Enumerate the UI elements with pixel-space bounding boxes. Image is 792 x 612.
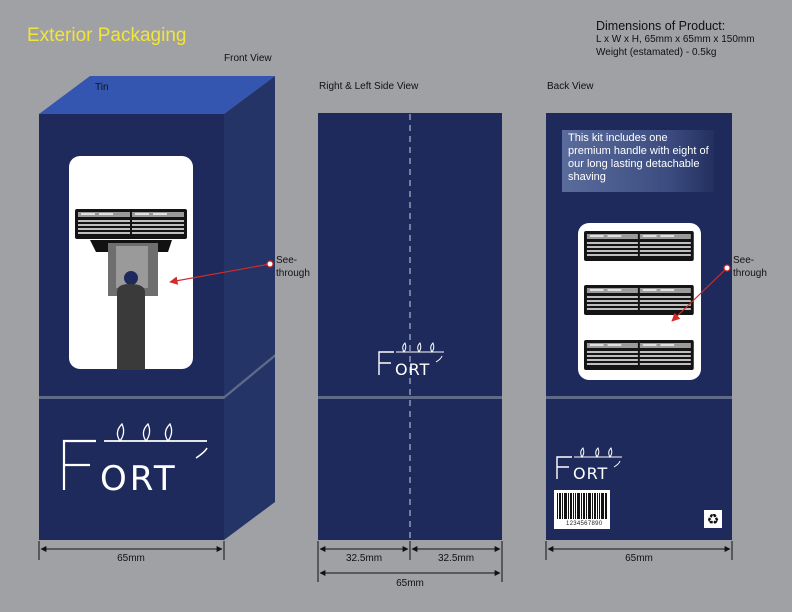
front-see-through-label: See- through [276, 255, 310, 279]
front-width-measure: 65mm [117, 553, 145, 564]
back-view-label: Back View [547, 81, 594, 92]
razor-cartridge-icon [584, 285, 694, 315]
front-box-lid [39, 76, 275, 114]
razor-cartridge-icon [584, 340, 694, 370]
side-total-measure: 65mm [396, 578, 424, 589]
back-box-seam [546, 396, 732, 399]
leaf-icon [116, 422, 173, 443]
side-box [318, 113, 502, 540]
razor-cartridge-icon [584, 231, 694, 261]
svg-text:♻: ♻ [707, 512, 720, 528]
recycle-icon: ♻ [704, 510, 722, 528]
front-box [39, 76, 275, 540]
side-right-measure: 32.5mm [437, 553, 475, 564]
svg-text:ORT: ORT [395, 360, 430, 379]
dimensions-title: Dimensions of Product: [596, 19, 726, 33]
svg-text:ORT: ORT [100, 459, 178, 499]
back-width-measure: 65mm [625, 553, 653, 564]
front-box-side-seam [224, 354, 275, 399]
front-box-side [224, 76, 275, 540]
back-see-through-arrow [671, 264, 731, 322]
barcode-icon [554, 490, 610, 529]
back-see-through-label: See- through [733, 255, 767, 279]
barcode-number: 1234567890 [566, 521, 603, 527]
front-box-seam [39, 396, 224, 399]
side-box-seam [318, 396, 502, 399]
diagram-heading: Exterior Packaging [27, 25, 187, 46]
product-dimensions: Dimensions of Product: L x W x H, 65mm x… [596, 20, 755, 59]
front-see-through-arrow [169, 260, 274, 285]
tin-label: Tin [95, 82, 109, 93]
dimensions-weight: Weight (estamated) - 0.5kg [596, 47, 717, 58]
svg-text:ORT: ORT [573, 464, 608, 483]
brand-logo-front: ORT [62, 422, 208, 499]
razor-handle-icon [90, 240, 172, 370]
brand-logo-back: ORT [556, 447, 622, 483]
dimensions-size: L x W x H, 65mm x 65mm x 150mm [596, 34, 755, 45]
dimension-lines [38, 541, 733, 582]
razor-cartridge-icon [75, 209, 187, 239]
side-left-measure: 32.5mm [345, 553, 383, 564]
back-description: This kit includes one premium handle wit… [562, 130, 714, 192]
front-view-label: Front View [224, 53, 272, 64]
brand-logo-side: ORT [378, 342, 444, 379]
side-view-label: Right & Left Side View [319, 81, 419, 92]
